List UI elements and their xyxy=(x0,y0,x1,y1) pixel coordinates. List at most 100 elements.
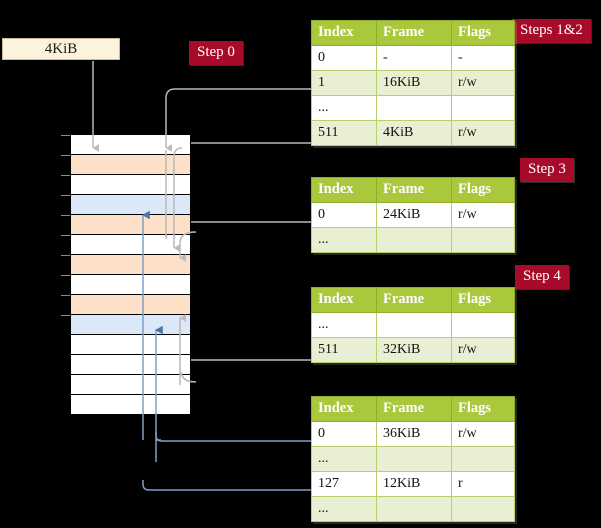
table-cell-frame xyxy=(376,312,452,338)
table-cell-index: 0 xyxy=(311,202,377,228)
memory-row xyxy=(71,155,190,175)
column-header-frame: Frame xyxy=(376,177,452,203)
column-header-frame: Frame xyxy=(376,287,452,313)
table-cell-flags: r/w xyxy=(451,120,515,146)
column-header-flags: Flags xyxy=(451,177,515,203)
highlight-mark: 511 xyxy=(318,124,339,140)
column-header-frame: Frame xyxy=(376,396,452,422)
column-header-index: Index xyxy=(311,396,377,422)
badge-steps-1-2: Steps 1&2 xyxy=(512,19,591,43)
table-row: ... xyxy=(311,446,515,472)
column-header-index: Index xyxy=(311,287,377,313)
table-row: ... xyxy=(311,227,515,253)
table-cell-flags: r/w xyxy=(451,337,515,363)
memory-row xyxy=(71,135,190,155)
table-cell-frame xyxy=(376,446,452,472)
table-cell-frame: 4KiB xyxy=(376,120,452,146)
memory-row-tick xyxy=(61,175,70,176)
table-cell-frame xyxy=(376,95,452,121)
table-cell-flags xyxy=(451,227,515,253)
column-header-index: Index xyxy=(311,20,377,46)
table-cell-frame xyxy=(376,227,452,253)
memory-row xyxy=(71,175,190,195)
table-cell-frame: 12KiB xyxy=(376,471,452,497)
table-cell-frame: 16KiB xyxy=(376,70,452,96)
badge-step-3-label: Step 3 xyxy=(528,161,566,177)
table-cell-index: ... xyxy=(311,496,377,522)
table-cell-index: ... xyxy=(311,227,377,253)
memory-row xyxy=(71,215,190,235)
table-row: ... xyxy=(311,95,515,121)
memory-row xyxy=(71,395,190,415)
memory-row-tick xyxy=(61,195,70,196)
table-cell-index: ... xyxy=(311,446,377,472)
memory-row xyxy=(71,335,190,355)
memory-row-tick xyxy=(61,315,70,316)
memory-row-tick xyxy=(61,235,70,236)
memory-row xyxy=(71,195,190,215)
memory-row xyxy=(71,315,190,335)
table-cell-frame: 32KiB xyxy=(376,337,452,363)
table-cell-index: 127 xyxy=(311,471,377,497)
source-frame-label: 4KiB xyxy=(44,40,78,57)
column-header-index: Index xyxy=(311,177,377,203)
table-cell-index: 0 xyxy=(311,45,377,71)
badge-step-0-label: Step 0 xyxy=(197,44,235,60)
table-cell-flags xyxy=(451,446,515,472)
memory-row xyxy=(71,255,190,275)
table-row: ... xyxy=(311,312,515,338)
table-cell-index: ... xyxy=(311,312,377,338)
table-cell-frame: 36KiB xyxy=(376,421,452,447)
column-header-flags: Flags xyxy=(451,287,515,313)
table-cell-flags xyxy=(451,312,515,338)
column-header-flags: Flags xyxy=(451,20,515,46)
memory-row-tick xyxy=(61,135,70,136)
memory-row-tick xyxy=(61,295,70,296)
table-cell-index: 1 xyxy=(311,70,377,96)
table-cell-flags: r/w xyxy=(451,202,515,228)
highlight-mark: 4KiB xyxy=(383,124,414,140)
table-cell-flags: r xyxy=(451,471,515,497)
table-row: ... xyxy=(311,496,515,522)
table-cell-flags: - xyxy=(451,45,515,71)
badge-step-4-label: Step 4 xyxy=(523,268,561,284)
column-header-flags: Flags xyxy=(451,396,515,422)
badge-steps-1-2-label: Steps 1&2 xyxy=(520,22,583,38)
source-frame-box: 4KiB xyxy=(2,38,120,60)
column-header-frame: Frame xyxy=(376,20,452,46)
table-cell-frame: 24KiB xyxy=(376,202,452,228)
memory-row-tick xyxy=(61,215,70,216)
table-cell-index: 0 xyxy=(311,421,377,447)
memory-row-tick xyxy=(61,255,70,256)
memory-row-tick xyxy=(61,275,70,276)
table-row: 511 4KiB r/w xyxy=(311,120,515,146)
memory-row xyxy=(71,295,190,315)
table-cell-frame: - xyxy=(376,45,452,71)
badge-step-4: Step 4 xyxy=(515,265,569,289)
memory-row xyxy=(71,235,190,255)
memory-row xyxy=(71,355,190,375)
badge-step-3: Step 3 xyxy=(520,158,574,182)
highlight-mark: r/w xyxy=(458,124,477,140)
table-row: 0-- xyxy=(311,45,515,71)
badge-step-0: Step 0 xyxy=(189,41,243,65)
physical-memory-column xyxy=(61,134,191,415)
table-cell-index: 511 xyxy=(311,337,377,363)
table-cell-flags xyxy=(451,95,515,121)
table-cell-flags: r/w xyxy=(451,70,515,96)
memory-row xyxy=(71,375,190,395)
